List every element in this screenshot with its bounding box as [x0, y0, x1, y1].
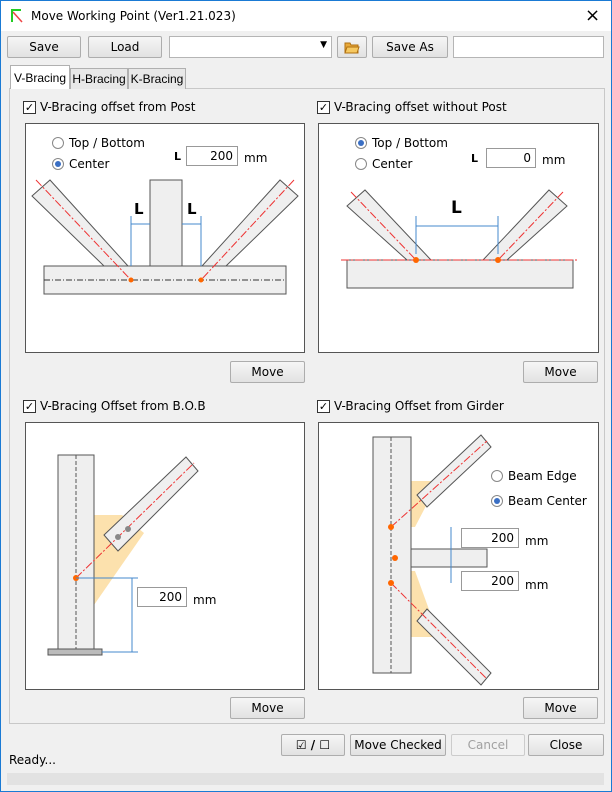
nopost-label: V-Bracing offset without Post — [334, 100, 507, 114]
progress-bar — [7, 773, 604, 785]
tab-v-bracing[interactable]: V-Bracing — [10, 65, 70, 89]
save-as-name-input[interactable] — [453, 36, 604, 58]
close-icon[interactable]: × — [585, 5, 601, 26]
file-combobox[interactable]: ▼ — [169, 36, 332, 58]
checkbox-checked-icon: ✓ — [23, 100, 36, 114]
girder-offset-bottom-input[interactable]: 200 — [461, 571, 519, 591]
bob-offset-input[interactable]: 200 — [137, 587, 187, 607]
girder-move-button[interactable]: Move — [523, 697, 598, 719]
dim-label-l: L — [187, 200, 197, 218]
nopost-checkbox[interactable]: ✓ V-Bracing offset without Post — [317, 100, 507, 114]
radio-top-bottom[interactable]: Top / Bottom — [52, 136, 145, 150]
window-title: Move Working Point (Ver1.21.023) — [31, 9, 236, 23]
folder-icon — [344, 42, 360, 53]
status-text: Ready... — [9, 753, 56, 767]
girder-label: V-Bracing Offset from Girder — [334, 399, 504, 413]
checkbox-checked-icon: ✓ — [317, 399, 330, 413]
radio-top-bottom[interactable]: Top / Bottom — [355, 136, 448, 150]
checkbox-checked-icon: ✓ — [23, 399, 36, 413]
title-bar: Move Working Point (Ver1.21.023) × — [1, 1, 611, 31]
nopost-offset-input[interactable]: 0 — [486, 148, 536, 168]
bob-bracing-drawing — [47, 454, 199, 656]
tab-h-bracing[interactable]: H-Bracing — [70, 68, 128, 89]
toggle-check-all-button[interactable]: ☑ / ☐ — [281, 734, 345, 756]
girder-offset-top-input[interactable]: 200 — [461, 528, 519, 548]
unit-label: mm — [525, 578, 549, 592]
radio-beam-center[interactable]: Beam Center — [491, 494, 587, 508]
move-checked-button[interactable]: Move Checked — [350, 734, 446, 756]
radio-center[interactable]: Center — [52, 157, 109, 171]
close-button[interactable]: Close — [528, 734, 604, 756]
open-folder-button[interactable] — [337, 36, 367, 58]
app-icon — [11, 9, 23, 23]
bob-diagram: 200 mm — [25, 422, 305, 690]
checkbox-checked-icon: ✓ — [317, 100, 330, 114]
radio-beam-edge[interactable]: Beam Edge — [491, 469, 577, 483]
post-label: V-Bracing offset from Post — [40, 100, 196, 114]
post-move-button[interactable]: Move — [230, 361, 305, 383]
girder-checkbox[interactable]: ✓ V-Bracing Offset from Girder — [317, 399, 504, 413]
post-checkbox[interactable]: ✓ V-Bracing offset from Post — [23, 100, 196, 114]
dim-label-l: L — [134, 200, 144, 218]
l-label: L — [471, 152, 479, 165]
bob-label: V-Bracing Offset from B.O.B — [40, 399, 206, 413]
tab-k-bracing[interactable]: K-Bracing — [128, 68, 186, 89]
bob-move-button[interactable]: Move — [230, 697, 305, 719]
girder-diagram: Beam Edge Beam Center 200 mm 200 mm — [318, 422, 599, 690]
radio-center[interactable]: Center — [355, 157, 412, 171]
unit-label: mm — [525, 534, 549, 548]
unit-label: mm — [542, 153, 566, 167]
bob-checkbox[interactable]: ✓ V-Bracing Offset from B.O.B — [23, 399, 206, 413]
load-button[interactable]: Load — [88, 36, 162, 58]
l-label: L — [174, 150, 182, 163]
nopost-bracing-drawing — [341, 189, 577, 289]
chevron-down-icon[interactable]: ▼ — [320, 40, 327, 50]
post-bracing-drawing — [31, 179, 299, 295]
save-button[interactable]: Save — [7, 36, 81, 58]
cancel-button[interactable]: Cancel — [451, 734, 525, 756]
post-diagram: L L Top / Bottom Center L 200 mm — [25, 123, 305, 353]
save-as-button[interactable]: Save As — [372, 36, 448, 58]
girder-bracing-drawing — [372, 434, 492, 686]
unit-label: mm — [244, 151, 268, 165]
nopost-move-button[interactable]: Move — [523, 361, 598, 383]
unit-label: mm — [193, 593, 217, 607]
post-offset-input[interactable]: 200 — [186, 146, 238, 166]
dim-label-l: L — [451, 198, 462, 218]
nopost-diagram: L Top / Bottom Center L 0 mm — [318, 123, 599, 353]
